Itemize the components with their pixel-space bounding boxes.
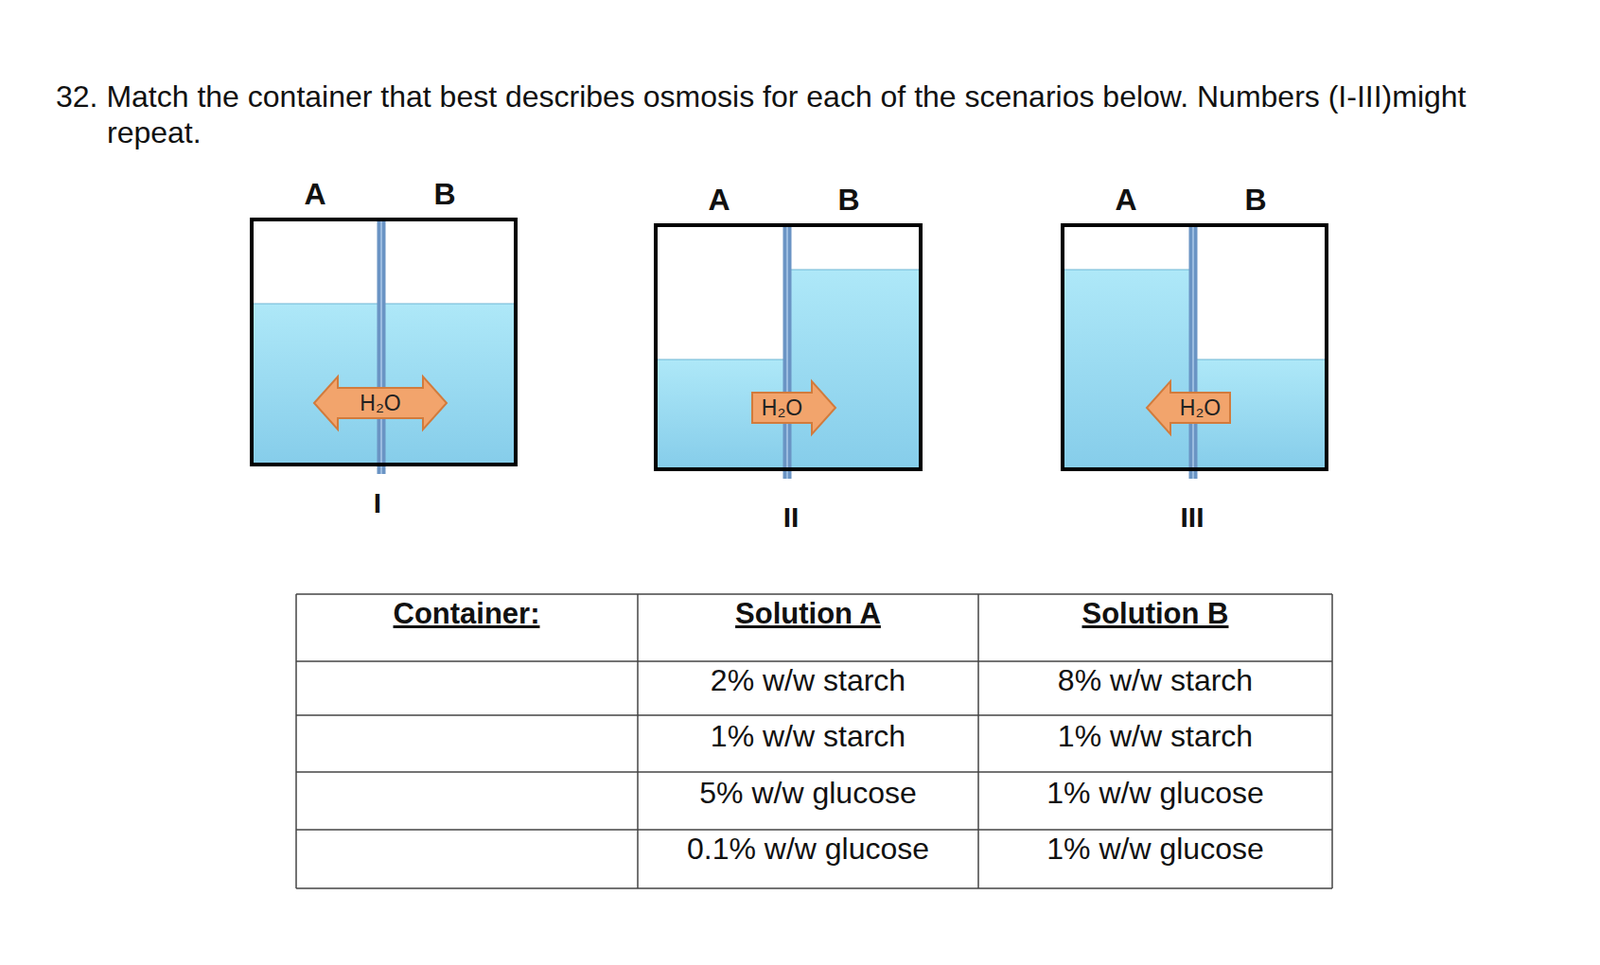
container-number: II xyxy=(783,501,800,535)
arrow-outline xyxy=(752,381,836,435)
table-header: Solution A xyxy=(735,597,881,632)
table-cell: 1% w/w glucose xyxy=(1046,831,1264,867)
table-cell: 2% w/w starch xyxy=(710,663,906,699)
osmosis-container: ABIIIH₂O xyxy=(1060,223,1329,472)
membrane xyxy=(783,227,792,479)
table-cell: 0.1% w/w glucose xyxy=(686,831,930,867)
side-label: B xyxy=(837,182,860,218)
osmosis-container: ABIH₂O xyxy=(249,217,518,467)
table-header: Container: xyxy=(393,597,541,632)
water-surface xyxy=(1064,268,1194,270)
arrow-outline xyxy=(314,376,447,430)
membrane-highlight xyxy=(786,227,789,479)
membrane xyxy=(1189,227,1198,479)
water-surface xyxy=(657,358,788,360)
table-rule xyxy=(636,594,639,889)
membrane-highlight xyxy=(380,221,383,475)
arrow-label: H₂O xyxy=(359,392,401,415)
table-rule xyxy=(296,660,1333,663)
table-rule xyxy=(296,771,1333,774)
side-label: B xyxy=(433,176,456,212)
water-flow-arrow: H₂O xyxy=(752,380,836,436)
water xyxy=(787,269,919,468)
question-text: 32. Match the container that best descri… xyxy=(55,78,1517,151)
arrow-label: H₂O xyxy=(761,397,803,420)
container-number: I xyxy=(373,487,382,521)
table-rule xyxy=(296,887,1333,890)
table-rule xyxy=(296,828,1333,831)
water xyxy=(1064,269,1194,468)
table-rule xyxy=(1331,594,1334,889)
table-rule xyxy=(977,594,980,889)
water-flow-arrow: H₂O xyxy=(1146,380,1231,436)
side-label: B xyxy=(1244,182,1266,218)
side-label: A xyxy=(1114,182,1137,218)
container-number: III xyxy=(1179,501,1204,535)
arrow-label: H₂O xyxy=(1179,397,1221,420)
table-cell: 1% w/w starch xyxy=(710,719,906,755)
table-cell: 1% w/w starch xyxy=(1057,719,1253,755)
table-grid xyxy=(296,594,1333,889)
arrow-outline xyxy=(1146,381,1231,435)
table-header: Solution B xyxy=(1082,597,1230,632)
table-rule xyxy=(296,593,1333,596)
table-rule xyxy=(296,714,1333,717)
membrane xyxy=(377,221,387,475)
membrane-highlight xyxy=(1192,227,1195,479)
side-label: A xyxy=(707,182,730,218)
water-surface xyxy=(787,268,919,270)
table-cell: 5% w/w glucose xyxy=(699,775,916,811)
water-surface xyxy=(1193,358,1325,360)
table-cell: 1% w/w glucose xyxy=(1046,775,1264,811)
table-rule xyxy=(295,594,298,889)
table-cell: 8% w/w starch xyxy=(1057,663,1253,699)
osmosis-container: ABIIH₂O xyxy=(653,223,923,472)
side-label: A xyxy=(303,176,326,212)
water-flow-arrow: H₂O xyxy=(314,375,447,431)
